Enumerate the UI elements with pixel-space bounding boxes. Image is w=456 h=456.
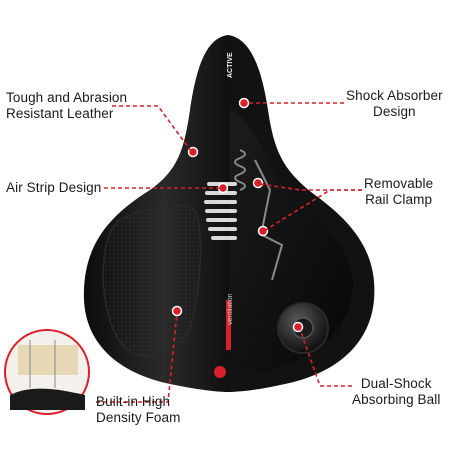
brand-emboss: ACTIVE [227,52,234,78]
callout-tough-leather: Tough and Abrasion Resistant Leather [6,90,127,122]
callout-text: Resistant Leather [6,106,114,121]
callout-text: Removable [364,176,434,191]
callout-text: Design [373,104,416,119]
ventilation-emboss: ventilation [227,293,234,325]
callout-shock-ball: Dual-Shock Absorbing Ball [352,376,440,408]
callout-shock-absorber: Shock Absorber Design [346,88,443,120]
air-strip-vents [204,182,237,240]
shock-spring [234,149,284,281]
textured-panel [102,204,202,358]
callout-text: Rail Clamp [365,192,433,207]
foam-detail-inset [4,329,90,415]
callout-text: Tough and Abrasion [6,90,128,105]
callout-text: Shock Absorber [346,88,443,103]
callout-text: Density Foam [96,410,181,425]
callout-air-strip: Air Strip Design [6,180,101,196]
leader-lines [96,102,362,403]
callout-dots [171,97,304,333]
callout-text: Dual-Shock [360,376,432,391]
callout-rail-clamp: Removable Rail Clamp [364,176,433,208]
saddle-interior [230,110,353,374]
callout-density-foam: Built-in High Density Foam [96,394,180,426]
callout-text: Built-in High [96,394,171,409]
callout-text: Air Strip Design [6,180,102,195]
callout-text: Absorbing Ball [352,392,441,407]
